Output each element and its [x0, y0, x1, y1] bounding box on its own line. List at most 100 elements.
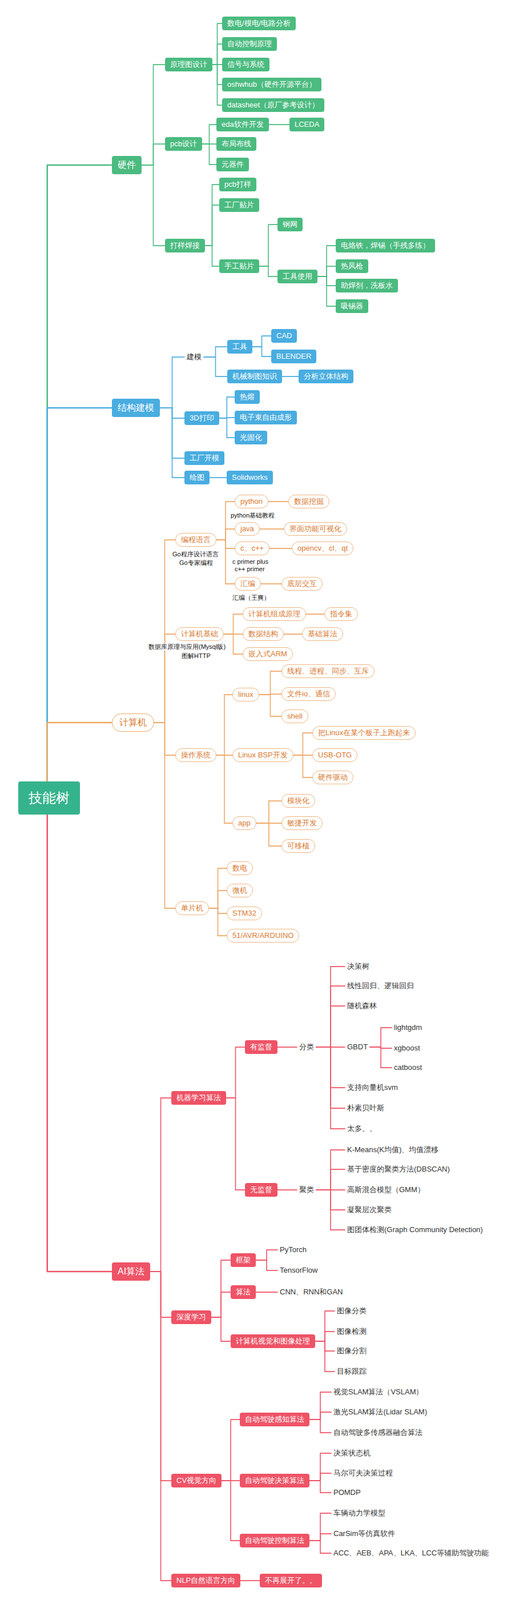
- connector-line: [269, 547, 292, 549]
- connector-line: [255, 1290, 278, 1293]
- topic-text: 文件io、通信: [287, 689, 331, 699]
- topic-text: 框架: [235, 1254, 251, 1265]
- topic-text: CV视觉方向: [176, 1475, 217, 1485]
- plain-topic: TensorFlow: [277, 1263, 320, 1277]
- plain-topic: 线性回归、逻辑回归: [344, 979, 417, 992]
- topic-box: 自动驾驶感知算法: [239, 1411, 310, 1426]
- topic-text: 吸锡器: [340, 301, 364, 311]
- topic-text: 马尔可夫决策过程: [333, 1467, 393, 1478]
- topic-text: 数据挖掘: [294, 496, 324, 506]
- topic-text: 模块化: [287, 795, 310, 806]
- topic-text: K-Means(K均值)、均值漂移: [347, 1144, 439, 1154]
- topic-text: 随机森林: [347, 1000, 377, 1011]
- topic-text: GBDT: [347, 1041, 368, 1052]
- topic-text: 机械制图知识: [232, 371, 277, 381]
- topic-text: 线性回归、逻辑回归: [347, 980, 414, 991]
- connector-line: [226, 1097, 245, 1190]
- topic-text: NLP自然语言方向: [176, 1575, 236, 1585]
- connector-line: [47, 722, 112, 782]
- connector-line: [317, 276, 336, 307]
- topic-box: 绘图: [184, 470, 210, 485]
- topic-box: 计算机视觉和图像处理: [230, 1333, 316, 1348]
- topic-text: TensorFlow: [279, 1265, 318, 1275]
- topic-box: 数电/模电/电路分析: [222, 16, 296, 31]
- connector-line: [159, 407, 185, 478]
- topic-box: 助焊剂，洗板水: [335, 278, 398, 293]
- topic-text: 计算机视觉和图像处理: [235, 1336, 311, 1346]
- topic-text: Solidworks: [231, 472, 268, 482]
- topic-box: BLENDER: [271, 349, 317, 364]
- connector-line: [309, 1452, 332, 1480]
- plain-topic: 激光SLAM算法(Lidar SLAM): [331, 1405, 430, 1418]
- connector-line: [315, 1330, 335, 1341]
- topic-text: 硬件驱动: [318, 772, 348, 782]
- connector-line: [202, 124, 217, 144]
- topic-text: USB-OTG: [318, 750, 352, 760]
- topic-text: BLENDER: [276, 351, 312, 361]
- plain-topic: K-Means(K均值)、均值漂移: [344, 1143, 441, 1156]
- topic-pill: 操作系统: [175, 747, 217, 762]
- topic-text: shell: [287, 711, 303, 721]
- topic-text: 操作系统: [180, 750, 211, 760]
- plain-topic: 支持向量机svm: [344, 1080, 401, 1094]
- plain-topic: 高斯混合模型（GMM）: [344, 1183, 428, 1196]
- plain-topic: CNN、RNN和GAN: [277, 1285, 346, 1298]
- topic-text: 底层交互: [287, 578, 317, 589]
- topic-text: 不再展开了。。: [264, 1575, 317, 1585]
- connector-line: [316, 1149, 345, 1190]
- connector-line: [203, 356, 228, 377]
- plain-topic: catboost: [391, 1060, 425, 1074]
- topic-text: 界面功能可视化: [289, 524, 342, 534]
- topic-text: 高斯混合模型（GMM）: [347, 1184, 425, 1194]
- connector-line: [309, 1533, 332, 1540]
- plain-topic: 马尔可夫决策过程: [331, 1466, 396, 1479]
- topic-text: 编程语言: [180, 534, 211, 545]
- annotation-note: 图解HTTP: [180, 652, 212, 660]
- topic-box: 机械制图知识: [227, 369, 283, 384]
- topic-text: 车辆动力学模型: [333, 1507, 386, 1518]
- topic-box: 原理图设计: [165, 57, 213, 72]
- plain-topic: xgboost: [391, 1041, 423, 1054]
- topic-text: 技能树: [28, 789, 70, 807]
- connector-line: [259, 694, 282, 716]
- topic-text: 基础算法: [307, 629, 338, 639]
- topic-text: xgboost: [393, 1043, 421, 1053]
- topic-text: 决策状态机: [333, 1447, 371, 1458]
- connector-line: [255, 1249, 278, 1260]
- topic-text: 信号与系统: [227, 59, 265, 70]
- plain-topic: 太多。。: [344, 1121, 380, 1135]
- topic-text: PyTorch: [279, 1244, 307, 1254]
- plain-topic: CarSim等仿真软件: [331, 1526, 398, 1540]
- topic-pill: 嵌入式ARM: [242, 646, 293, 661]
- plain-topic: GBDT: [344, 1040, 370, 1053]
- topic-text: catboost: [393, 1062, 422, 1072]
- topic-box: pcb设计: [165, 137, 203, 151]
- topic-text: STM32: [232, 908, 257, 918]
- topic-text: 热熔: [239, 392, 255, 402]
- topic-pill: USB-OTG: [312, 747, 358, 762]
- topic-text: 微机: [232, 885, 248, 895]
- plain-topic: 图像分类: [334, 1304, 369, 1317]
- topic-text: 工厂贴片: [224, 200, 255, 210]
- connector-line: [309, 1539, 332, 1553]
- topic-box: CV视觉方向: [171, 1473, 222, 1487]
- connector-line: [212, 23, 223, 65]
- connector-line: [47, 407, 112, 782]
- plain-topic: 图像分割: [334, 1344, 369, 1357]
- connector-line: [204, 184, 220, 246]
- topic-pill: python: [234, 494, 269, 509]
- topic-box: 手工贴片: [219, 259, 260, 273]
- topic-pill: 微机: [226, 883, 253, 897]
- connector-line: [369, 1046, 392, 1068]
- topic-box: NLP自然语言方向: [171, 1572, 241, 1587]
- topic-text: 敏捷开发: [287, 818, 317, 828]
- connector-line: [316, 1046, 345, 1129]
- topic-box: 吸锡器: [335, 299, 369, 313]
- connector-line: [212, 64, 223, 106]
- topic-text: 把Linux在某个板子上跑起来: [318, 727, 410, 738]
- connector-line: [204, 204, 220, 246]
- plain-topic: 自动驾驶多传感器融合算法: [331, 1425, 425, 1439]
- topic-box: 框架: [230, 1252, 256, 1267]
- connector-line: [277, 1188, 297, 1190]
- topic-box: 信号与系统: [222, 57, 270, 72]
